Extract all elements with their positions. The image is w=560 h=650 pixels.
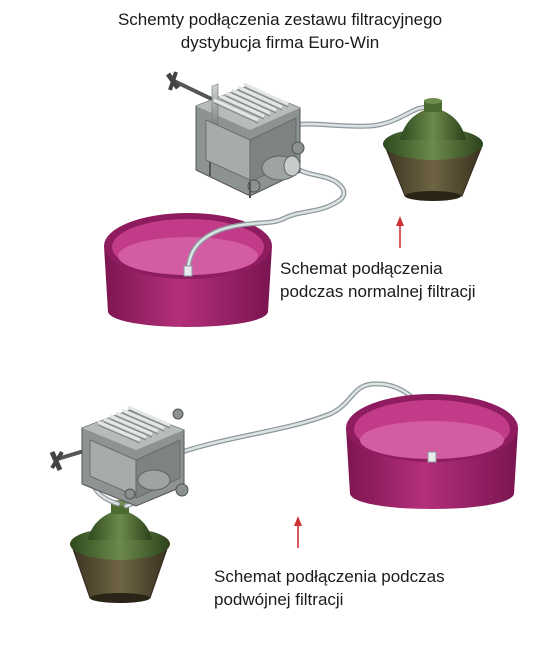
diagram-title: Schemty podłączenia zestawu filtracyjneg… <box>0 8 560 54</box>
flow-arrow-icon <box>396 216 404 248</box>
demijohn-icon <box>70 500 170 603</box>
title-line-1: Schemty podłączenia zestawu filtracyjneg… <box>117 10 443 29</box>
flow-arrow-icon <box>294 516 302 548</box>
caption-normal-line-2: podczas normalnej filtracji <box>280 282 476 301</box>
caption-double-filtration: Schemat podłączenia podczas podwójnej fi… <box>214 565 445 611</box>
caption-double-line-1: Schemat podłączenia podczas <box>214 567 445 586</box>
tub-icon <box>346 394 518 509</box>
caption-double-line-2: podwójnej filtracji <box>214 590 344 609</box>
title-line-2: dystybucja firma Euro-Win <box>180 33 380 52</box>
caption-normal-filtration: Schemat podłączenia podczas normalnej fi… <box>280 257 476 303</box>
demijohn-icon <box>383 98 483 201</box>
caption-normal-line-1: Schemat podłączenia <box>280 259 443 278</box>
filter-press-icon <box>165 71 305 198</box>
filter-press-icon <box>49 405 189 507</box>
